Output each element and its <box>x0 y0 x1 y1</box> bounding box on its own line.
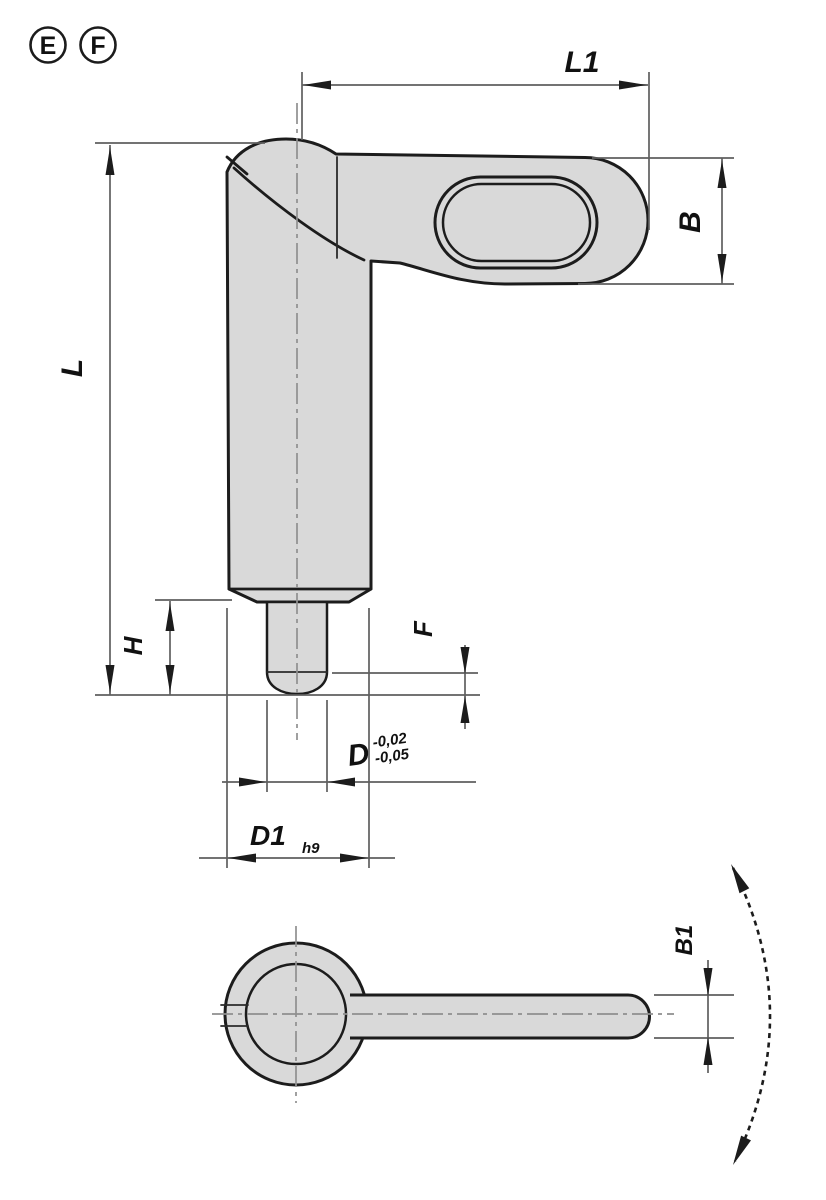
arrow-f-bottom <box>460 696 470 723</box>
dim-label-d-tol-upper: -0,02 <box>372 730 409 752</box>
dim-label-d-group: D -0,02 -0,05 <box>345 730 411 773</box>
arrow-d-right <box>328 777 355 787</box>
dimension-b1: B1 <box>654 925 734 1073</box>
view-marker-f-label: F <box>90 32 105 60</box>
main-view <box>225 103 650 740</box>
dimension-l: L <box>56 142 480 696</box>
rotation-arc <box>731 867 772 1162</box>
view-marker-f-circle <box>79 26 117 64</box>
dim-label-d1-suffix: h9 <box>302 840 320 857</box>
arrow-l1-right <box>619 80 647 90</box>
arrow-b1-bottom <box>703 1037 713 1065</box>
dim-label-b: B <box>674 211 707 233</box>
arrow-h-top <box>165 603 175 631</box>
lever-bar-fill <box>300 995 650 1038</box>
dimension-l1: L1 <box>301 46 650 230</box>
arrow-f-top <box>460 647 470 674</box>
arrow-h-bottom <box>165 665 175 693</box>
dimension-d: D -0,02 -0,05 <box>222 700 476 792</box>
arrow-d1-left <box>228 853 256 863</box>
arrow-b-bottom <box>717 254 727 282</box>
lever-bar-edges <box>350 993 651 1040</box>
dim-label-f: F <box>408 620 438 637</box>
arrow-l-top <box>105 147 115 175</box>
view-marker-f: F <box>79 26 117 64</box>
arrow-b-top <box>717 160 727 188</box>
dimension-h: H <box>118 599 232 695</box>
cam-step-edge <box>225 155 249 176</box>
rotation-arc-arrow-top <box>731 864 750 894</box>
dimension-d1: D1 h9 <box>199 608 395 868</box>
dim-label-h: H <box>118 635 148 655</box>
dim-label-l: L <box>56 359 89 377</box>
dim-label-l1: L1 <box>564 46 599 79</box>
arrow-b1-top <box>703 968 713 996</box>
arrow-l1-left <box>303 80 331 90</box>
dim-label-d-tol-lower: -0,05 <box>374 746 411 768</box>
view-marker-e: E <box>29 26 67 64</box>
bottom-view <box>212 864 772 1165</box>
dimension-b: B <box>578 157 734 285</box>
arrow-d1-right <box>340 853 368 863</box>
view-marker-e-circle <box>29 26 67 64</box>
dim-label-d: D <box>345 737 371 773</box>
arrow-d-left <box>239 777 266 787</box>
arrow-l-bottom <box>105 665 115 693</box>
cam-spiral-edge <box>232 166 366 262</box>
view-marker-e-label: E <box>40 32 57 60</box>
dim-label-d1: D1 <box>250 820 286 851</box>
rotation-arc-arrow-bottom <box>733 1135 751 1165</box>
grip-slot-inner <box>441 182 592 263</box>
dim-label-b1: B1 <box>671 925 698 956</box>
dimension-f: F <box>332 620 478 729</box>
